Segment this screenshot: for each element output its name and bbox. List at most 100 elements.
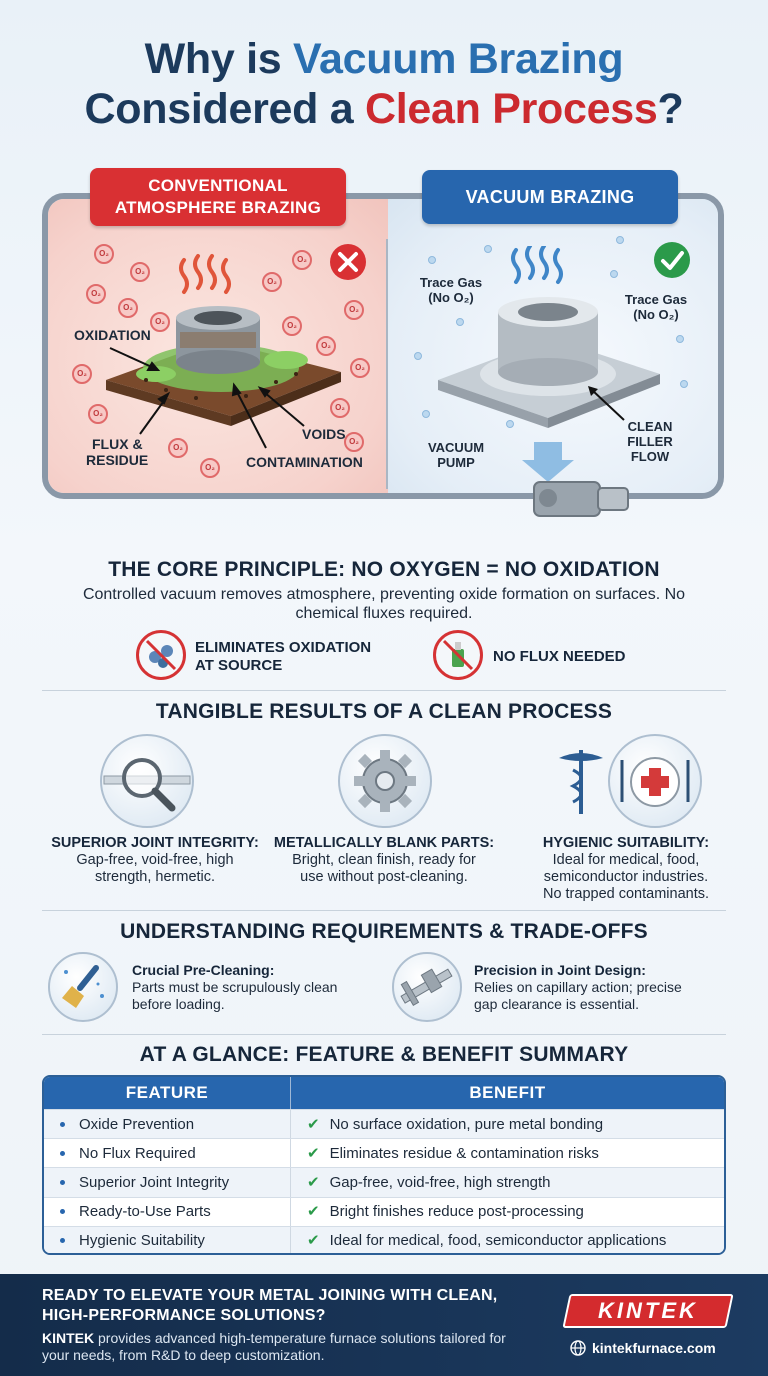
benefit-cell: Ideal for medical, food, semiconductor a… <box>329 1232 667 1250</box>
title-text: Why is <box>144 35 294 83</box>
callout-arrows <box>109 347 305 449</box>
check-icon: ✔ <box>307 1173 320 1191</box>
flow-label: FLOW <box>630 449 670 464</box>
filler-label: FILLER <box>627 434 673 449</box>
gas-particle-icon <box>506 420 514 428</box>
o2-molecule-icon: O₂ <box>316 336 336 356</box>
o2-molecule-icon: O₂ <box>344 300 364 320</box>
table-row: Hygienic Suitability ✔Ideal for medical,… <box>44 1225 724 1253</box>
o2-molecule-icon: O₂ <box>150 312 170 332</box>
footer-brand: KINTEK <box>42 1330 95 1346</box>
check-icon: ✔ <box>307 1144 320 1162</box>
gas-particle-icon <box>484 245 492 253</box>
section-divider <box>42 910 726 911</box>
globe-icon <box>570 1340 586 1356</box>
result-text: Gap-free, void-free, high <box>76 852 234 868</box>
logo-text: KINTEK <box>598 1298 698 1323</box>
benefit-cell: Bright finishes reduce post-processing <box>329 1203 584 1221</box>
o2-molecule-icon: O₂ <box>344 432 364 452</box>
gas-particle-icon <box>414 352 422 360</box>
badge-label: AT SOURCE <box>195 657 283 674</box>
checkmark-icon <box>654 242 690 278</box>
benefit-column-header: BENEFIT <box>469 1083 546 1102</box>
page-title: Why is Vacuum Brazing Considered a Clean… <box>0 34 768 134</box>
section-divider <box>42 690 726 691</box>
bullet-icon <box>60 1179 65 1185</box>
clean-label: CLEAN <box>627 419 673 434</box>
oxidized-joint-illustration <box>106 254 341 426</box>
o2-molecule-icon: O₂ <box>262 272 282 292</box>
requirement-text: Parts must be scrupulously clean <box>132 979 338 995</box>
o2-molecule-icon: O₂ <box>94 244 114 264</box>
o2-molecule-icon: O₂ <box>350 358 370 378</box>
bullet-icon <box>60 1121 65 1127</box>
gear-icon <box>338 734 432 828</box>
table-row: Oxide Prevention ✔ No surface oxidation, … <box>44 1109 724 1139</box>
result-title: SUPERIOR JOINT INTEGRITY: <box>51 835 259 851</box>
gas-particle-icon <box>610 270 618 278</box>
check-icon: ✔ <box>307 1203 320 1221</box>
core-principle-text: Controlled vacuum removes atmosphere, pr… <box>82 586 686 622</box>
result-text: strength, hermetic. <box>94 869 216 885</box>
gas-particle-icon <box>680 380 688 388</box>
result-text: use without post-cleaning. <box>300 869 468 885</box>
no-flux-icon <box>433 630 483 680</box>
results-heading: TANGIBLE RESULTS OF A CLEAN PROCESS <box>155 700 613 723</box>
requirement-text: gap clearance is essential. <box>474 996 639 1012</box>
o2-molecule-icon: O₂ <box>200 458 220 478</box>
footer-text: KINTEK provides advanced high-temperatur… <box>42 1330 512 1364</box>
o2-molecule-icon: O₂ <box>88 404 108 424</box>
voids-label: VOIDS <box>302 426 346 442</box>
title-text: Considered a <box>84 85 365 133</box>
clean-joint-illustration <box>438 246 660 517</box>
badge-label: ELIMINATES OXIDATION <box>195 639 372 656</box>
vacuum-tag: VACUUM BRAZING <box>422 170 678 224</box>
conventional-tag: CONVENTIONAL ATMOSPHERE BRAZING <box>90 168 346 226</box>
trace-gas-label: Trace Gas <box>419 275 483 290</box>
bullet-icon <box>60 1209 65 1215</box>
oxidation-label: OXIDATION <box>74 327 151 343</box>
o2-molecule-icon: O₂ <box>330 398 350 418</box>
feature-cell: Superior Joint Integrity <box>79 1173 230 1191</box>
result-text: semiconductor industries. <box>543 869 709 885</box>
result-title: METALLICALLY BLANK PARTS: <box>273 835 495 851</box>
section-divider <box>42 1034 726 1035</box>
feature-column-header: FEATURE <box>44 1077 291 1109</box>
bullet-icon <box>60 1150 65 1156</box>
o2-molecule-icon: O₂ <box>72 364 92 384</box>
title-highlight: Clean Process <box>365 85 658 133</box>
website-link[interactable]: kintekfurnace.com <box>592 1340 716 1356</box>
table-row: Superior Joint Integrity ✔ Gap-free, void… <box>44 1167 724 1197</box>
residue-label: RESIDUE <box>86 452 149 468</box>
title-text: ? <box>657 85 684 133</box>
summary-table: FEATURE BENEFIT Oxide Prevention ✔ No sur… <box>42 1075 726 1255</box>
o2-molecule-icon: O₂ <box>168 438 188 458</box>
gas-particle-icon <box>428 256 436 264</box>
pump-label: PUMP <box>437 455 475 470</box>
callout-arrow <box>588 386 625 421</box>
check-icon: ✔ <box>307 1232 320 1250</box>
result-title: HYGIENIC SUITABILITY: <box>542 835 710 851</box>
benefit-cell: No surface oxidation, pure metal bonding <box>329 1115 604 1133</box>
result-text: Ideal for medical, food, <box>552 852 700 868</box>
table-row: Ready-to-Use Parts ✔Bright finishes redu… <box>44 1196 724 1226</box>
trace-gas-note: (No O₂) <box>633 307 679 322</box>
benefit-cell: Gap-free, void-free, high strength <box>329 1173 551 1191</box>
vacuum-label: VACUUM <box>427 440 485 455</box>
result-text: No trapped contaminants. <box>542 886 710 902</box>
gas-particle-icon <box>422 410 430 418</box>
medical-food-icon <box>608 734 702 828</box>
gas-particle-icon <box>676 335 684 343</box>
cross-icon <box>330 244 366 280</box>
check-icon: ✔ <box>307 1115 320 1133</box>
kintek-logo[interactable]: KINTEK <box>562 1294 734 1328</box>
gas-particle-icon <box>456 318 464 326</box>
o2-molecule-icon: O₂ <box>292 250 312 270</box>
caduceus-icon <box>559 750 603 814</box>
no-oxide-icon <box>136 630 186 680</box>
feature-cell: Oxide Prevention <box>79 1115 195 1133</box>
requirement-text: Relies on capillary action; precise <box>474 979 682 995</box>
flux-label: FLUX & <box>92 436 143 452</box>
requirement-title: Crucial Pre-Cleaning: <box>132 962 275 978</box>
o2-molecule-icon: O₂ <box>86 284 106 304</box>
